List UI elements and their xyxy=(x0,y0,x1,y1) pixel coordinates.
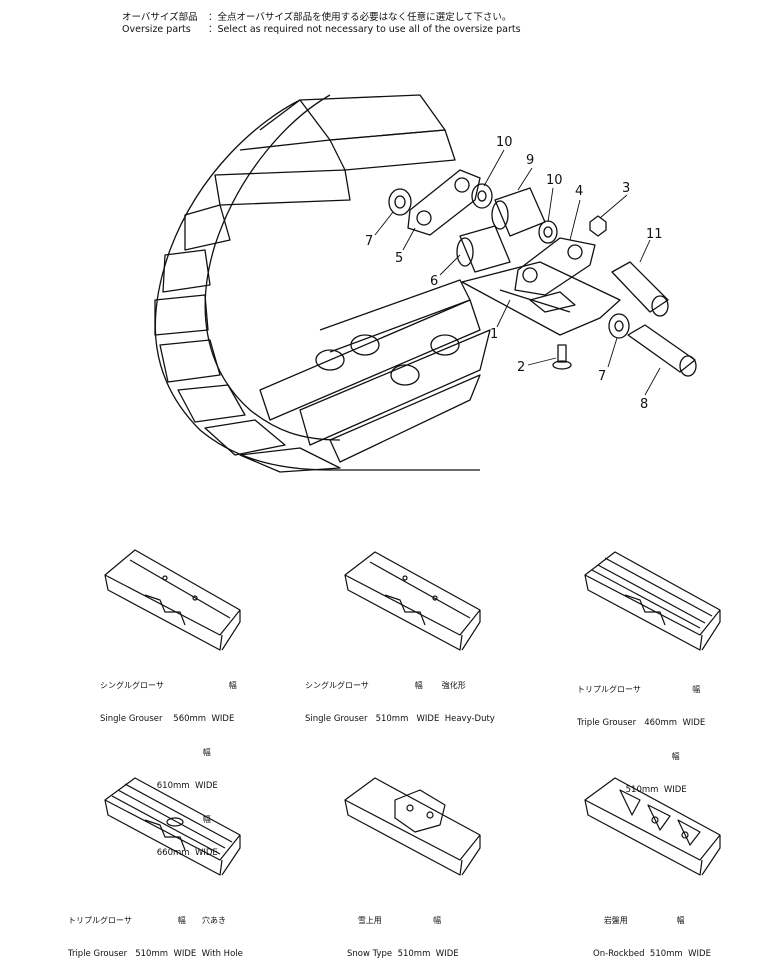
track-assembly-diagram: 10 9 10 4 3 11 7 5 6 1 2 7 8 xyxy=(104,94,721,876)
part-bushing-9 xyxy=(491,187,546,237)
caption-jp-name: シングルグローサ xyxy=(100,681,164,690)
callout-3: 3 xyxy=(622,181,630,196)
callout-numbers: 10 9 10 4 3 11 7 5 6 1 2 7 8 xyxy=(365,135,663,412)
part-pin-8 xyxy=(627,324,697,377)
header-text-jp: ：全点オーバサイズ部品を使用する必要はなく任意に選定して下さい。 xyxy=(208,12,512,23)
caption-triple-with-hole: トリプルグローサ 幅 穴あき Triple Grouser 510mm WIDE… xyxy=(68,916,243,959)
header-line-1: オーバサイズ部品 ：全点オーバサイズ部品を使用する必要はなく任意に選定して下さい。 xyxy=(122,12,511,24)
caption-single-grouser: シングルグローサ 幅 Single Grouser 560mm WIDE 幅 6… xyxy=(100,681,237,858)
part-seal-7-left xyxy=(388,188,412,216)
callout-8: 8 xyxy=(640,397,648,412)
callout-4: 4 xyxy=(575,184,583,199)
header-line-2: Oversize parts ：Select as required not ne… xyxy=(122,24,521,36)
shoe-on-rockbed-sketch xyxy=(584,777,721,876)
shoe-triple-grouser-sketch xyxy=(584,551,721,651)
shoe-single-grouser-sketch xyxy=(104,549,241,651)
part-pin-11 xyxy=(611,261,669,317)
caption-on-rockbed: 岩盤用 幅 On-Rockbed 510mm WIDE xyxy=(593,916,711,959)
shoe-heavy-duty-sketch xyxy=(344,551,481,651)
track-shoes-curve xyxy=(154,94,456,473)
callout-7-left: 7 xyxy=(365,234,373,249)
part-nut-3 xyxy=(589,215,607,237)
caption-en-name: Single Grouser xyxy=(100,714,163,724)
callout-10-top: 10 xyxy=(496,135,513,150)
header-text-en: ：Select as required not necessary to use… xyxy=(208,24,521,35)
shoe-snow-type-sketch xyxy=(344,777,481,876)
part-link-4 xyxy=(514,237,596,296)
leader-lines xyxy=(374,149,661,396)
callout-9: 9 xyxy=(526,153,534,168)
part-seal-10-top xyxy=(471,183,493,209)
part-bushing-6 xyxy=(456,225,511,273)
header-key-jp: オーバサイズ部品 xyxy=(122,12,198,23)
shoe-triple-with-hole-sketch xyxy=(104,777,241,876)
part-seal-7-right xyxy=(608,313,630,339)
track-bottom-run xyxy=(259,279,491,463)
callout-10-right: 10 xyxy=(546,173,563,188)
callout-6: 6 xyxy=(430,274,438,289)
callout-5: 5 xyxy=(395,251,403,266)
callout-1: 1 xyxy=(490,327,498,342)
caption-heavy-duty: シングルグローサ 幅 強化形 Single Grouser 510mm WIDE… xyxy=(305,681,495,724)
caption-triple-grouser: トリプルグローサ 幅 Triple Grouser 460mm WIDE 幅 5… xyxy=(577,685,706,795)
callout-2: 2 xyxy=(517,360,525,375)
part-shoe-1 xyxy=(461,261,621,336)
header-key-en: Oversize parts xyxy=(122,24,191,35)
caption-snow-type: 雪上用 幅 Snow Type 510mm WIDE xyxy=(347,916,459,959)
callout-7-right: 7 xyxy=(598,369,606,384)
part-bolt-2 xyxy=(552,344,572,370)
part-seal-10-right xyxy=(538,220,558,244)
callout-11: 11 xyxy=(646,227,663,242)
part-link-5 xyxy=(407,169,481,236)
